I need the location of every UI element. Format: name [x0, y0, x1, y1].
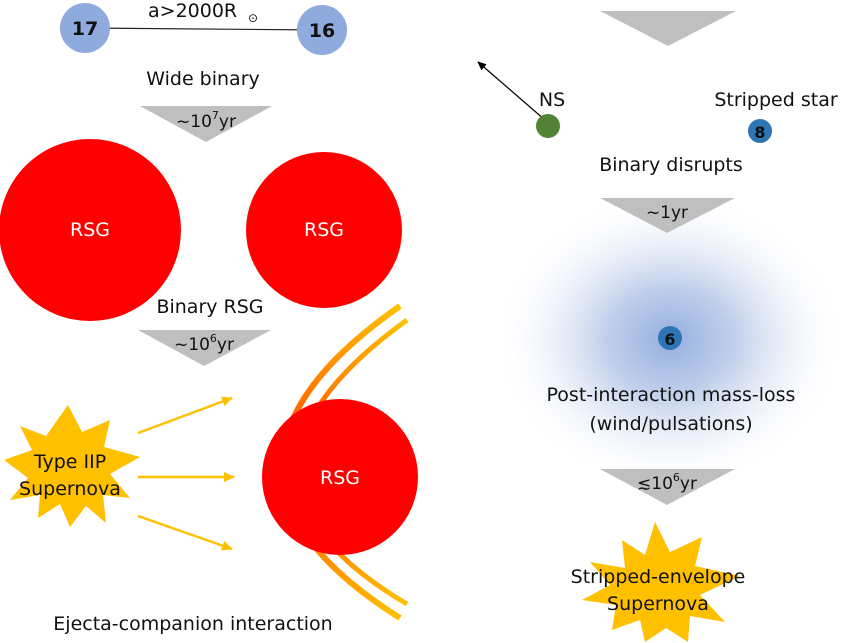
ns-label: NS	[539, 89, 565, 111]
ejecta-arrows	[137, 396, 235, 551]
sun-symbol: ⊙	[248, 11, 258, 25]
arrow-2-unit: yr	[217, 335, 234, 355]
time-arrow-1: ~107yr	[140, 106, 272, 142]
star-16-label: 16	[309, 20, 335, 42]
rsg-star-left	[0, 139, 181, 321]
binary-rsg-caption: Binary RSG	[156, 296, 263, 318]
companion-rsg: RSG	[262, 399, 418, 555]
mass-loss-line1: Post-interaction mass-loss	[547, 384, 796, 406]
sn-stripped-line1: Stripped-envelope	[571, 566, 746, 588]
ejecta-interaction-caption: Ejecta-companion interaction	[53, 613, 332, 635]
binary-rsg: RSG RSG Binary RSG	[0, 139, 402, 321]
star-6	[658, 326, 682, 350]
sn-iip-line1: Type IIP	[33, 451, 106, 473]
binary-separation-line	[84, 27, 323, 31]
svg-text:~106yr: ~106yr	[174, 332, 234, 355]
ejecta-arrow-down	[137, 514, 233, 551]
arrow-1-unit: yr	[219, 112, 236, 132]
mass-loss-line2: (wind/pulsations)	[589, 413, 752, 435]
type-iip-supernova: Type IIP Supernova	[4, 405, 140, 527]
svg-text:~107yr: ~107yr	[176, 109, 236, 132]
time-arrow-2: ~106yr	[138, 330, 271, 366]
sn-iip-line2: Supernova	[19, 478, 121, 500]
arrow-2-exp: 6	[210, 332, 217, 345]
arrow-right-2-unit: yr	[680, 474, 697, 494]
time-arrow-right-2: ≲106yr	[600, 469, 735, 505]
rsg-star-right	[246, 152, 402, 308]
rsg-left-label: RSG	[70, 219, 110, 241]
arrow-1-exp: 7	[212, 109, 219, 122]
supernova-burst-left	[4, 405, 140, 527]
gray-arrow-1	[140, 106, 272, 142]
separation-label: a>2000R	[148, 0, 237, 22]
stripped-star-label: Stripped star	[714, 89, 838, 111]
star-17	[60, 3, 110, 53]
arrow-right-2-time: ≲10	[637, 474, 673, 494]
star-17-label: 17	[72, 18, 98, 40]
binary-disrupts: NS Stripped star 8 Binary disrupts	[477, 61, 838, 176]
rsg-right-label: RSG	[304, 219, 344, 241]
ns-kick-arrow	[477, 61, 546, 121]
gray-arrow-right-2	[600, 469, 735, 505]
supernova-burst-right	[582, 522, 740, 642]
ejecta-arrow-up	[137, 396, 233, 435]
svg-text:≲106yr: ≲106yr	[637, 471, 697, 494]
wide-binary: 17 16 a>2000R ⊙ Wide binary	[60, 0, 347, 90]
binary-disrupts-caption: Binary disrupts	[599, 154, 743, 176]
stripped-star-id: 8	[754, 123, 765, 142]
rsg-star-companion	[262, 399, 418, 555]
arrow-right-2-exp: 6	[673, 471, 680, 484]
rsg-companion-label: RSG	[320, 467, 360, 489]
wide-binary-caption: Wide binary	[146, 68, 260, 90]
sn-stripped-line2: Supernova	[607, 593, 709, 615]
stripped-envelope-supernova: Stripped-envelope Supernova	[571, 522, 746, 642]
gray-arrow-2	[138, 330, 271, 366]
star-6-id: 6	[664, 330, 675, 349]
arrow-right-1-time: ~1yr	[646, 203, 688, 223]
post-interaction: 6 Post-interaction mass-loss (wind/pulsa…	[547, 326, 796, 435]
gray-arrow-right-top	[600, 11, 736, 46]
arrow-2-time: ~10	[174, 335, 210, 355]
stripped-star-8	[748, 119, 772, 143]
neutron-star	[536, 114, 560, 138]
star-16	[297, 5, 347, 55]
arrow-1-time: ~10	[176, 112, 212, 132]
time-arrow-right-1: ~1yr	[600, 198, 735, 233]
gray-arrow-right-1	[600, 198, 735, 233]
